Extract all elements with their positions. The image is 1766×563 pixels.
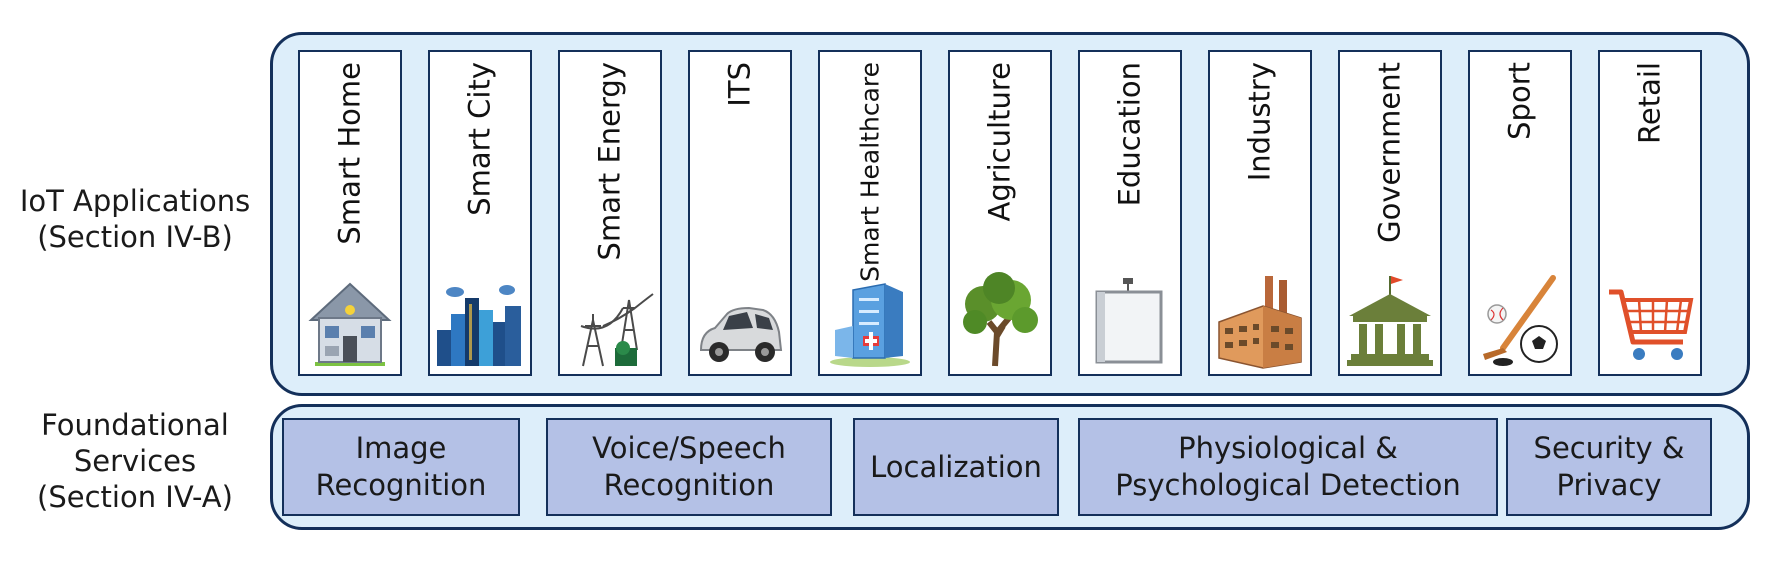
service-security-privacy: Security & Privacy xyxy=(1506,418,1712,516)
foundational-label-line3: (Section IV-A) xyxy=(37,480,233,514)
app-retail: Retail xyxy=(1598,50,1702,376)
foundational-label-line1: Foundational xyxy=(41,408,229,442)
hospital-icon xyxy=(830,283,910,367)
app-its: ITS xyxy=(688,50,792,376)
app-smart-home: Smart Home xyxy=(298,50,402,376)
service-physiological-psychological-detection: Physiological & Psychological Detection xyxy=(1078,418,1498,516)
app-label: Government xyxy=(1372,62,1407,243)
app-label: ITS xyxy=(722,62,757,107)
app-label: Smart Energy xyxy=(592,62,627,261)
app-smart-healthcare: Smart Healthcare xyxy=(818,50,922,376)
app-sport: Sport xyxy=(1468,50,1572,376)
app-label: Sport xyxy=(1502,62,1537,140)
app-label: Education xyxy=(1112,62,1147,207)
iot-applications-label-line1: IoT Applications xyxy=(19,184,251,218)
service-voice-speech-recognition: Voice/Speech Recognition xyxy=(546,418,832,516)
service-line1: Physiological & xyxy=(1178,431,1398,465)
service-line1: Image xyxy=(355,431,447,465)
government-building-icon xyxy=(1347,276,1433,366)
service-image-recognition: Image Recognition xyxy=(282,418,520,516)
shopping-cart-icon xyxy=(1609,289,1694,360)
service-localization: Localization xyxy=(853,418,1059,516)
app-industry: Industry xyxy=(1208,50,1312,376)
service-line1: Security & xyxy=(1533,431,1685,465)
service-line2: Recognition xyxy=(603,468,775,502)
house-icon xyxy=(308,282,392,366)
iot-applications-layer-label: IoT Applications (Section IV-B) xyxy=(0,183,270,255)
app-label: Smart Healthcare xyxy=(855,62,885,282)
service-line1: Voice/Speech xyxy=(592,431,786,465)
service-line2: Privacy xyxy=(1556,468,1662,502)
app-education: Education xyxy=(1078,50,1182,376)
app-agriculture: Agriculture xyxy=(948,50,1052,376)
iot-applications-label-line2: (Section IV-B) xyxy=(37,220,233,254)
app-label: Industry xyxy=(1242,62,1277,182)
app-government: Government xyxy=(1338,50,1442,376)
service-line1: Localization xyxy=(870,449,1042,484)
power-pylon-icon xyxy=(580,293,654,367)
foundational-label-line2: Services xyxy=(73,444,197,478)
foundational-services-layer-label: Foundational Services (Section IV-A) xyxy=(30,407,240,515)
app-label: Retail xyxy=(1632,62,1667,144)
sports-equipment-icon xyxy=(1483,275,1558,366)
service-line2: Recognition xyxy=(315,468,487,502)
app-label: Smart Home xyxy=(332,62,367,245)
app-label: Agriculture xyxy=(982,62,1017,222)
app-label: Smart City xyxy=(462,62,497,216)
app-smart-energy: Smart Energy xyxy=(558,50,662,376)
whiteboard-icon xyxy=(1095,278,1163,364)
tree-icon xyxy=(963,272,1038,367)
city-skyline-icon xyxy=(437,285,521,366)
car-icon xyxy=(699,306,783,362)
app-smart-city: Smart City xyxy=(428,50,532,376)
factory-icon xyxy=(1218,276,1302,369)
service-line2: Psychological Detection xyxy=(1115,468,1461,502)
